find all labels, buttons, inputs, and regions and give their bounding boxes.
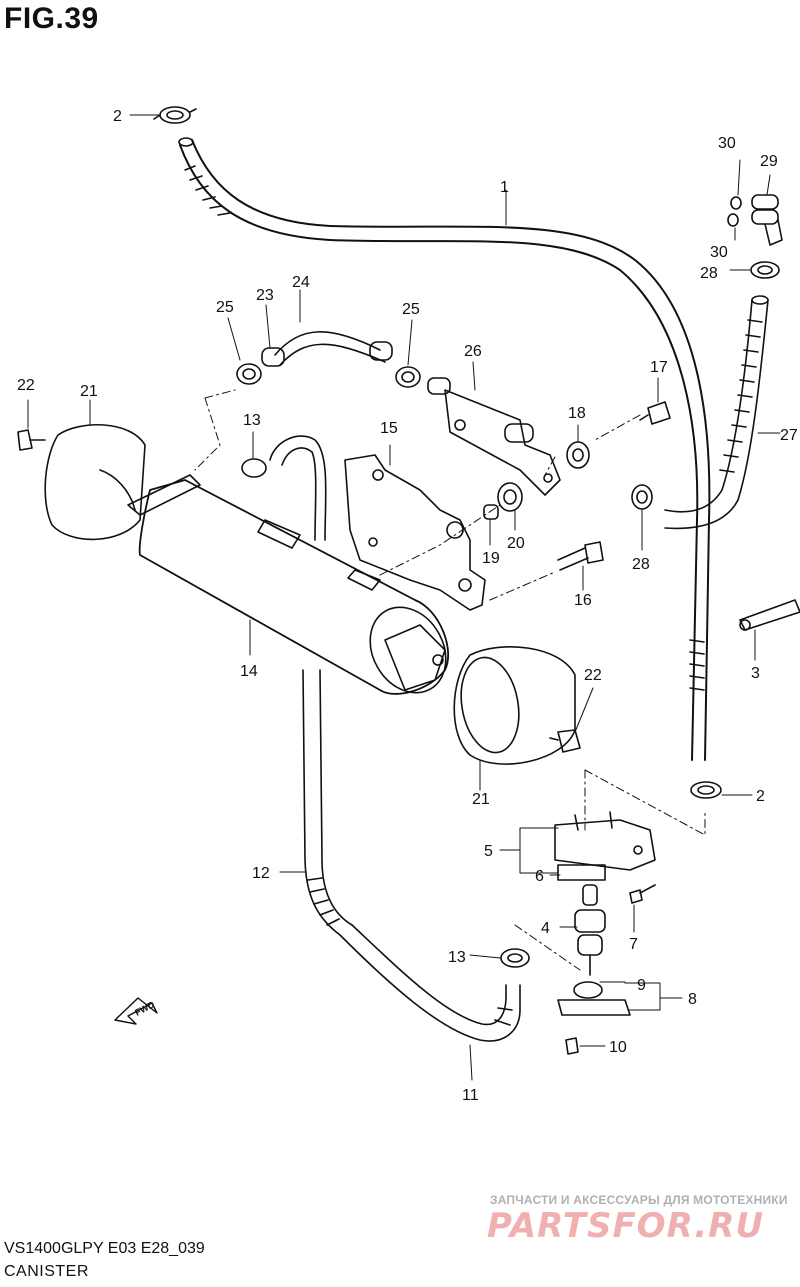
fwd-arrow-icon — [114, 997, 158, 1025]
callout-21-left: 21 — [80, 383, 98, 400]
callout-28-bottom: 28 — [632, 556, 650, 573]
bolt-part-17 — [639, 401, 671, 425]
bracket-part-8 — [557, 999, 631, 1016]
diagram-caption: CANISTER — [4, 1263, 89, 1280]
callout-20: 20 — [507, 535, 525, 552]
callout-17: 17 — [650, 359, 668, 376]
callout-14: 14 — [240, 663, 258, 680]
grommet-part-20 — [497, 482, 523, 512]
hose-part-11 — [339, 924, 521, 1042]
callout-25-right: 25 — [402, 301, 420, 318]
clamp-part-13-bottom — [500, 948, 530, 968]
callout-23: 23 — [256, 287, 274, 304]
watermark-tagline: ЗАПЧАСТИ И АКСЕССУАРЫ ДЛЯ МОТОТЕХНИКИ — [490, 1193, 788, 1207]
hose-part-1 — [178, 137, 711, 761]
valve-part-26 — [427, 377, 561, 496]
callout-27: 27 — [780, 427, 798, 444]
callout-26: 26 — [464, 343, 482, 360]
collar-part-19 — [483, 504, 499, 520]
callout-24: 24 — [292, 274, 310, 291]
callout-11: 11 — [462, 1087, 479, 1104]
callout-28-top: 28 — [700, 265, 718, 282]
callout-22-right: 22 — [584, 667, 602, 684]
clamp-part-25-right — [395, 366, 421, 388]
callout-8: 8 — [688, 991, 697, 1008]
callout-30-bottom: 30 — [710, 244, 728, 261]
bracket-part-5 — [554, 811, 656, 871]
bolt-part-16 — [557, 541, 604, 571]
hose-part-12 — [302, 669, 353, 936]
callout-21-right: 21 — [472, 791, 490, 808]
callout-2-bottom: 2 — [756, 788, 765, 805]
t-joint-part-29 — [727, 194, 783, 246]
cover-part-21-right — [453, 646, 576, 765]
callout-22-left: 22 — [17, 377, 35, 394]
bracket-part-15 — [344, 454, 486, 611]
callout-12: 12 — [252, 865, 270, 882]
figure-title: FIG.39 — [4, 2, 99, 35]
hose-part-27 — [664, 295, 769, 530]
model-code: VS1400GLPY E03 E28_039 — [4, 1240, 205, 1257]
clamp-part-2-bottom — [690, 781, 722, 799]
hose-part-13-top — [241, 435, 327, 541]
clamp-part-28-bottom — [631, 484, 653, 510]
bracket-part-3 — [739, 599, 800, 631]
callout-25-left: 25 — [216, 299, 234, 316]
callout-4: 4 — [541, 920, 550, 937]
watermark-logo: PARTSFOR.RU — [487, 1206, 765, 1246]
bracket-part-6 — [557, 864, 606, 881]
callout-30-top: 30 — [718, 135, 736, 152]
callout-16: 16 — [574, 592, 592, 609]
callout-7: 7 — [629, 936, 638, 953]
callout-5: 5 — [484, 843, 493, 860]
callout-13-bottom: 13 — [448, 949, 466, 966]
callout-29: 29 — [760, 153, 778, 170]
hose-part-24 — [261, 331, 393, 367]
clamp-part-25-left — [236, 363, 262, 385]
valve-part-4 — [574, 884, 606, 976]
callout-9: 9 — [637, 977, 646, 994]
callout-labels: 2 1 30 29 30 28 25 23 24 25 26 17 22 21 … — [17, 108, 798, 1104]
callout-13-top: 13 — [243, 412, 261, 429]
callout-1: 1 — [500, 179, 509, 196]
callout-18: 18 — [568, 405, 586, 422]
callout-15: 15 — [380, 420, 398, 437]
callout-2-top: 2 — [113, 108, 122, 125]
canister-part-14 — [127, 474, 450, 695]
callout-19: 19 — [482, 550, 500, 567]
clamp-part-28-top — [750, 261, 780, 279]
dashed-guides — [194, 389, 706, 971]
screw-part-7 — [629, 884, 656, 904]
callout-6: 6 — [535, 868, 544, 885]
callout-3: 3 — [751, 665, 760, 682]
bolt-part-22-left — [17, 429, 46, 451]
bolt-part-22-right — [549, 729, 581, 753]
cover-part-21-left — [44, 423, 146, 541]
washer-part-18 — [566, 441, 590, 469]
callout-10: 10 — [609, 1039, 627, 1056]
clamp-part-9 — [573, 981, 603, 999]
leader-lines — [27, 114, 781, 1081]
screw-part-10 — [565, 1037, 579, 1055]
